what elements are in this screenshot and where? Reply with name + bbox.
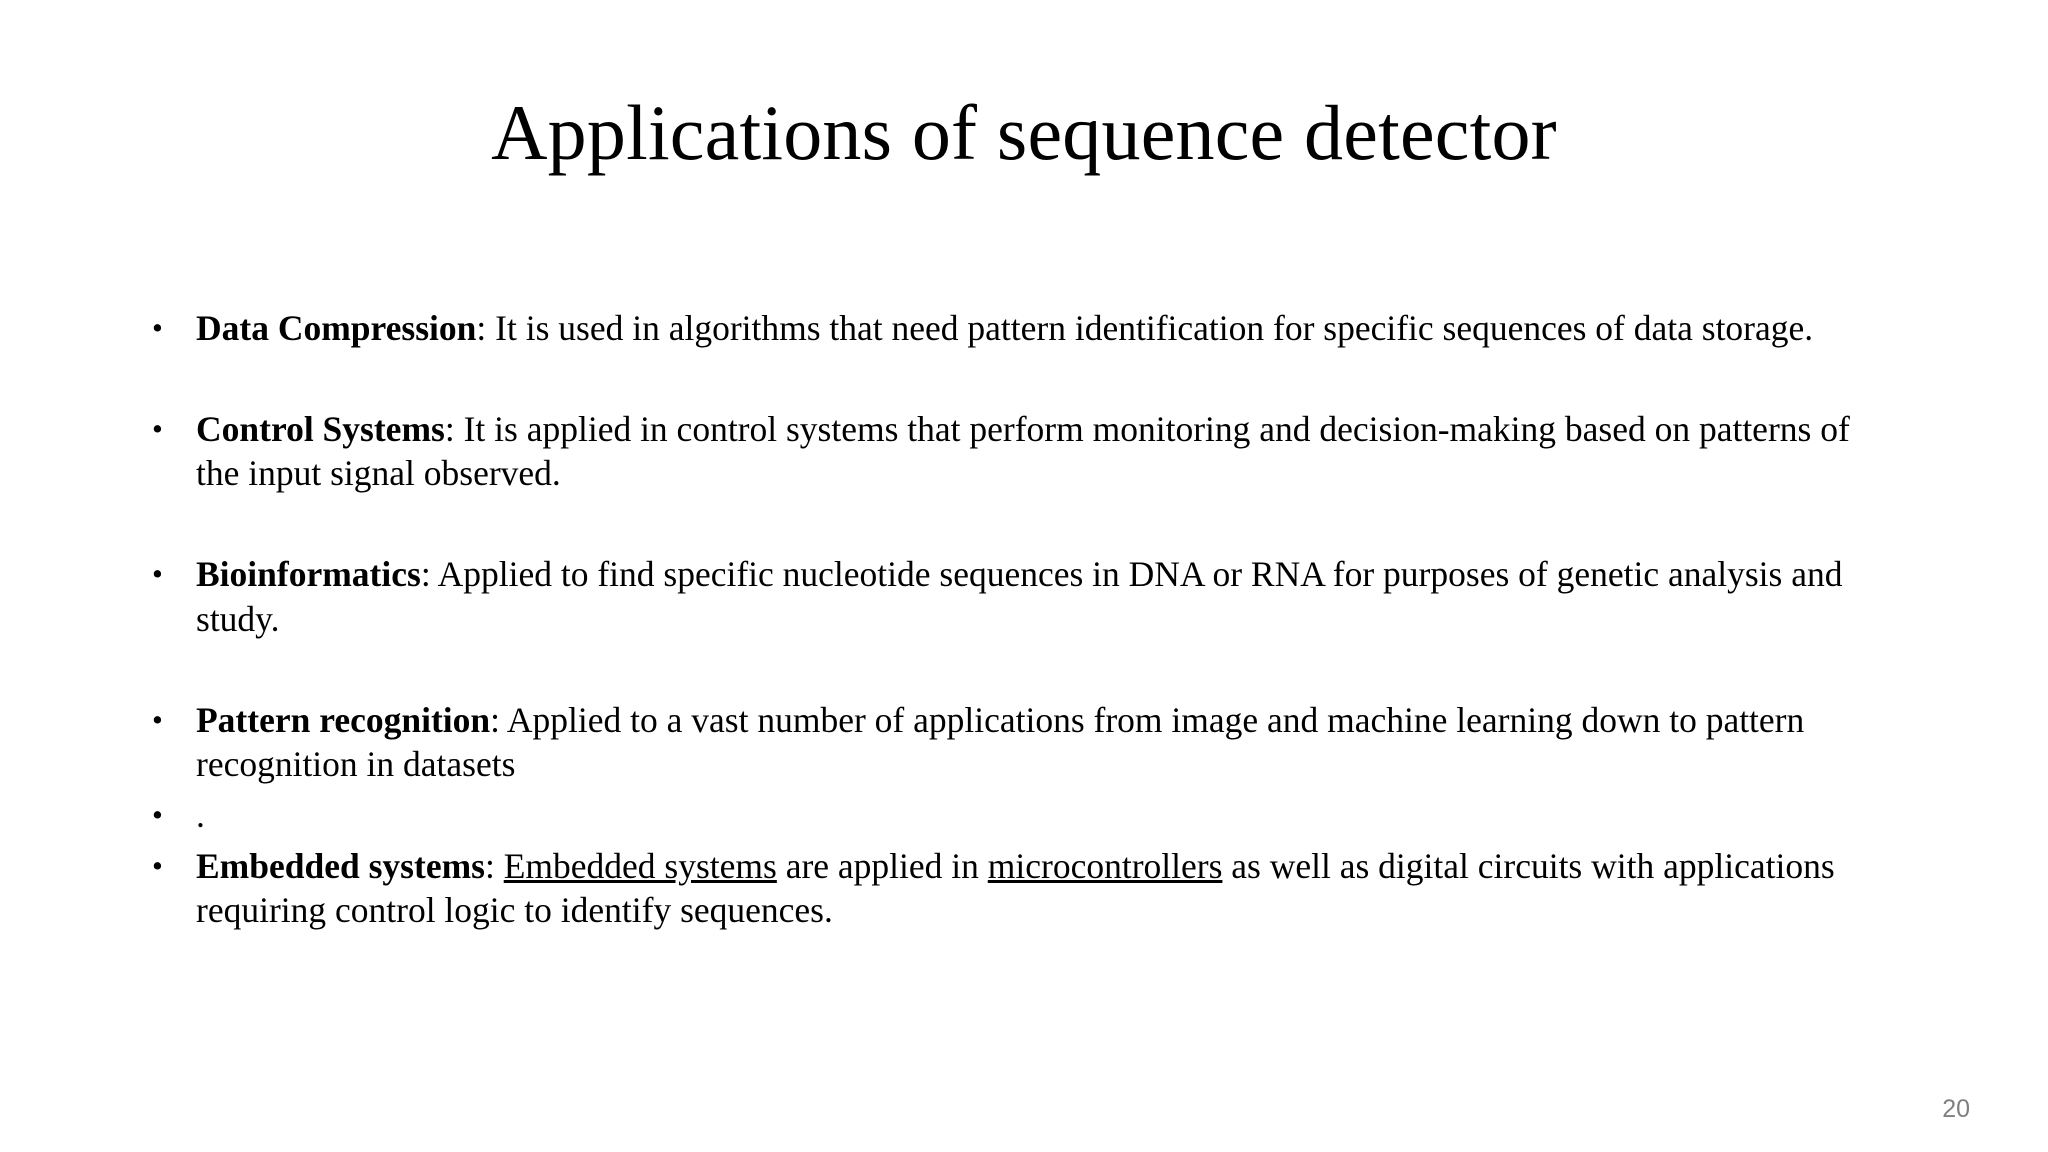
list-item: • Bioinformatics: Applied to find specif… [152,552,1892,641]
link-microcontrollers[interactable]: microcontrollers [987,845,1223,886]
page-number: 20 [1942,1095,1970,1123]
list-item-separator: : [444,408,464,449]
list-item-text: Control Systems: It is applied in contro… [196,407,1892,496]
list-item: • Embedded systems: Embedded systems are… [152,844,1892,933]
spacer [152,496,1892,552]
link-embedded-systems[interactable]: Embedded systems [503,845,777,886]
bullet-point-icon: • [152,410,163,446]
bullet-point-icon: • [152,797,163,833]
list-item-term: Pattern recognition [196,699,491,740]
list-item-text: Pattern recognition: Applied to a vast n… [196,698,1892,787]
list-item-term: Data Compression [196,308,477,348]
list-item-separator: : [420,554,438,595]
bullet-point-icon: • [152,847,163,883]
bullet-list: • Data Compression: It is used in algori… [152,306,1892,933]
list-item-separator: : [484,845,504,886]
list-item-body: It is used in algorithms that need patte… [495,308,1814,348]
list-item-body: . [196,795,205,836]
list-item: • Control Systems: It is applied in cont… [152,407,1892,496]
list-item-separator: : [490,699,507,740]
spacer [152,351,1892,407]
bullet-point-icon: • [152,701,163,737]
list-item-body: Applied to a vast number of applications… [196,699,1805,785]
list-item-body-mid: are applied in [776,845,988,886]
list-item-text: . [196,793,1892,838]
list-item-separator: : [476,308,496,348]
list-item: • . [152,793,1892,838]
list-item-body: Applied to find specific nucleotide sequ… [196,554,1843,639]
list-item-text: Embedded systems: Embedded systems are a… [196,844,1892,933]
bullet-point-icon: • [152,310,163,345]
page-title: Applications of sequence detector [491,89,1557,176]
list-item: • Data Compression: It is used in algori… [152,306,1892,351]
list-item: • Pattern recognition: Applied to a vast… [152,698,1892,787]
list-item-term: Embedded systems [196,845,485,886]
bullet-point-icon: • [152,556,163,592]
list-item-term: Bioinformatics [196,554,421,595]
list-item-body: It is applied in control systems that pe… [196,408,1850,494]
list-item-text: Data Compression: It is used in algorith… [196,306,1892,351]
list-item-text: Bioinformatics: Applied to find specific… [196,552,1892,641]
list-item-term: Control Systems [196,408,445,449]
list-item-body-after: as well as digital circuits with applica… [196,845,1835,931]
spacer [152,642,1892,698]
